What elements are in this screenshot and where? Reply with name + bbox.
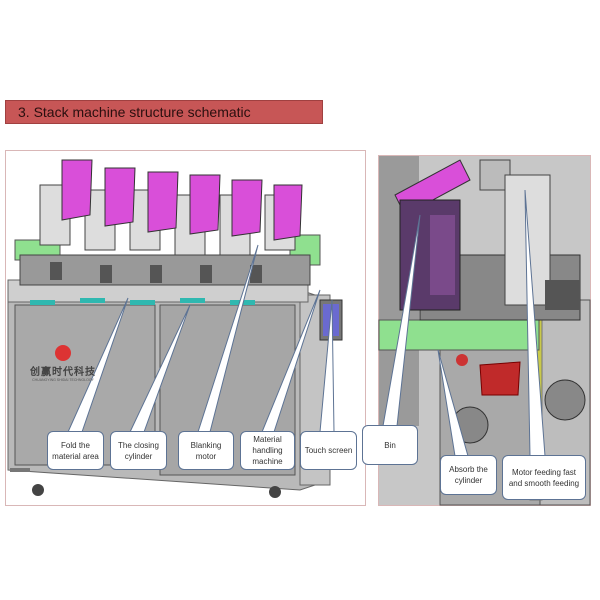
callout-bin: Bin: [362, 425, 418, 465]
callout-fold-material-area: Fold the material area: [47, 431, 104, 470]
callout-blanking-motor: Blanking motor: [178, 431, 234, 470]
callout-material-handling-machine: Material handling machine: [240, 431, 295, 470]
logo-text-cn: 创赢时代科技: [30, 367, 96, 378]
callout-closing-cylinder: The closing cylinder: [110, 431, 167, 470]
callout-absorb-cylinder: Absorb the cylinder: [440, 455, 497, 495]
company-logo: 创赢时代科技 CHUANGYING SHIDAI TECHNOLOGY: [28, 345, 98, 382]
left-schematic-panel: [5, 150, 366, 506]
callout-touch-screen: Touch screen: [300, 431, 357, 470]
logo-text-en: CHUANGYING SHIDAI TECHNOLOGY: [32, 378, 94, 382]
callout-motor-feeding: Motor feeding fast and smooth feeding: [502, 455, 586, 500]
section-title: 3. Stack machine structure schematic: [5, 100, 323, 124]
